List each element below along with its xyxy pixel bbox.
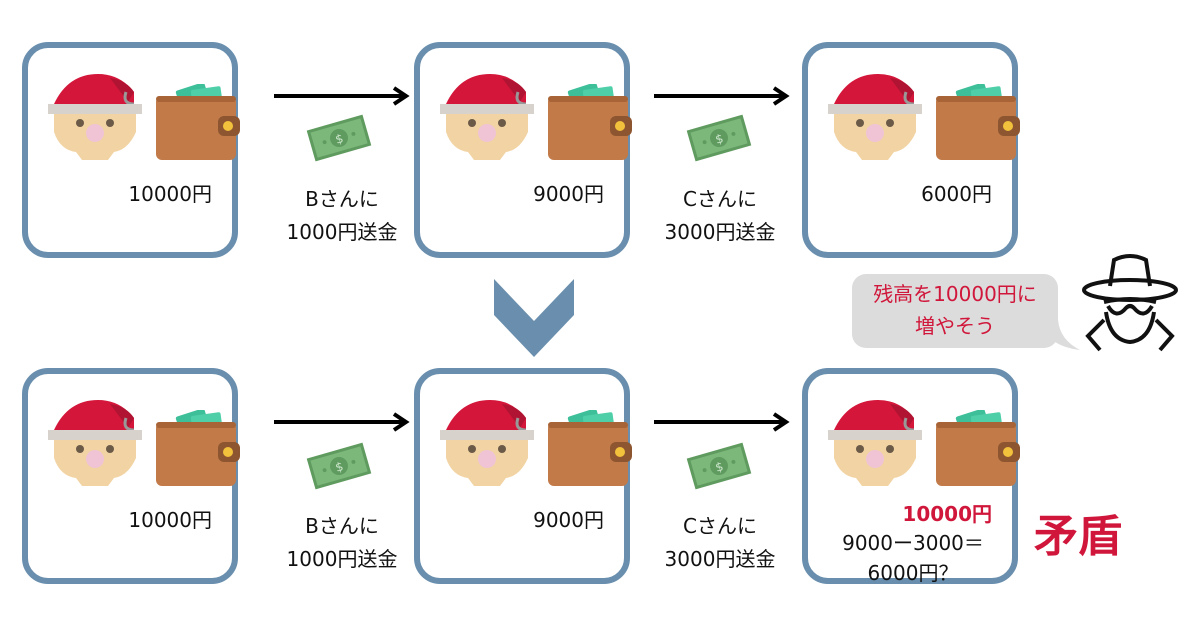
transfer-recipient: Cさんに bbox=[683, 187, 757, 211]
speech-bubble-tail bbox=[1040, 320, 1080, 350]
santa-icon bbox=[440, 396, 534, 486]
transfer-recipient: Bさんに bbox=[305, 514, 379, 538]
balance-amount: 6000円 bbox=[921, 182, 992, 206]
contradiction-label: 矛盾 bbox=[1034, 511, 1122, 562]
arrow-right-icon bbox=[272, 412, 412, 432]
transfer-amount: 3000円送金 bbox=[664, 220, 776, 244]
banknote-icon bbox=[304, 112, 374, 164]
balance-amount: 10000円 bbox=[128, 182, 212, 206]
balance-amount: 10000円 bbox=[128, 508, 212, 532]
balance-equation: 9000ー3000＝ 6000円？ bbox=[828, 528, 998, 588]
wallet-icon bbox=[548, 410, 632, 486]
account-box-a-bottom: 10000円 bbox=[22, 368, 238, 584]
speech-bubble bbox=[852, 274, 1058, 348]
wallet-icon bbox=[548, 84, 632, 160]
wallet-icon bbox=[936, 84, 1020, 160]
spy-icon bbox=[1082, 254, 1178, 352]
transfer-label: Cさんに 3000円送金 bbox=[650, 183, 790, 249]
arrow-right-icon bbox=[652, 86, 792, 106]
wallet-icon bbox=[936, 410, 1020, 486]
wallet-icon bbox=[156, 84, 240, 160]
balance-amount: 9000円 bbox=[533, 508, 604, 532]
banknote-icon bbox=[684, 440, 754, 492]
chevron-down-icon bbox=[494, 279, 574, 357]
transfer-amount: 3000円送金 bbox=[664, 547, 776, 571]
speech-line-1: 残高を10000円に bbox=[873, 282, 1037, 306]
equation-line-1: 9000ー3000＝ bbox=[842, 531, 984, 555]
transfer-label: Cさんに 3000円送金 bbox=[650, 510, 790, 576]
speech-line-2: 増やそう bbox=[915, 314, 995, 338]
account-box-b-bottom: 9000円 bbox=[414, 368, 630, 584]
transfer-label: Bさんに 1000円送金 bbox=[272, 510, 412, 576]
santa-icon bbox=[440, 70, 534, 160]
balance-amount: 9000円 bbox=[533, 182, 604, 206]
tampered-balance: 10000円 bbox=[902, 502, 992, 526]
santa-icon bbox=[828, 396, 922, 486]
transfer-label: Bさんに 1000円送金 bbox=[272, 183, 412, 249]
account-box-a-top: 10000円 bbox=[22, 42, 238, 258]
transfer-amount: 1000円送金 bbox=[286, 547, 398, 571]
banknote-icon bbox=[304, 440, 374, 492]
santa-icon bbox=[48, 396, 142, 486]
santa-icon bbox=[48, 70, 142, 160]
transfer-recipient: Bさんに bbox=[305, 187, 379, 211]
wallet-icon bbox=[156, 410, 240, 486]
equation-line-2: 6000円？ bbox=[867, 561, 959, 585]
transfer-amount: 1000円送金 bbox=[286, 220, 398, 244]
banknote-icon bbox=[684, 112, 754, 164]
attacker-speech: 残高を10000円に 増やそう bbox=[852, 278, 1058, 342]
santa-icon bbox=[828, 70, 922, 160]
arrow-right-icon bbox=[272, 86, 412, 106]
transfer-recipient: Cさんに bbox=[683, 514, 757, 538]
account-box-c-bottom: 10000円 9000ー3000＝ 6000円？ bbox=[802, 368, 1020, 585]
account-box-b-top: 9000円 bbox=[414, 42, 630, 258]
arrow-right-icon bbox=[652, 412, 792, 432]
account-box-c-top: 6000円 bbox=[802, 42, 1018, 258]
